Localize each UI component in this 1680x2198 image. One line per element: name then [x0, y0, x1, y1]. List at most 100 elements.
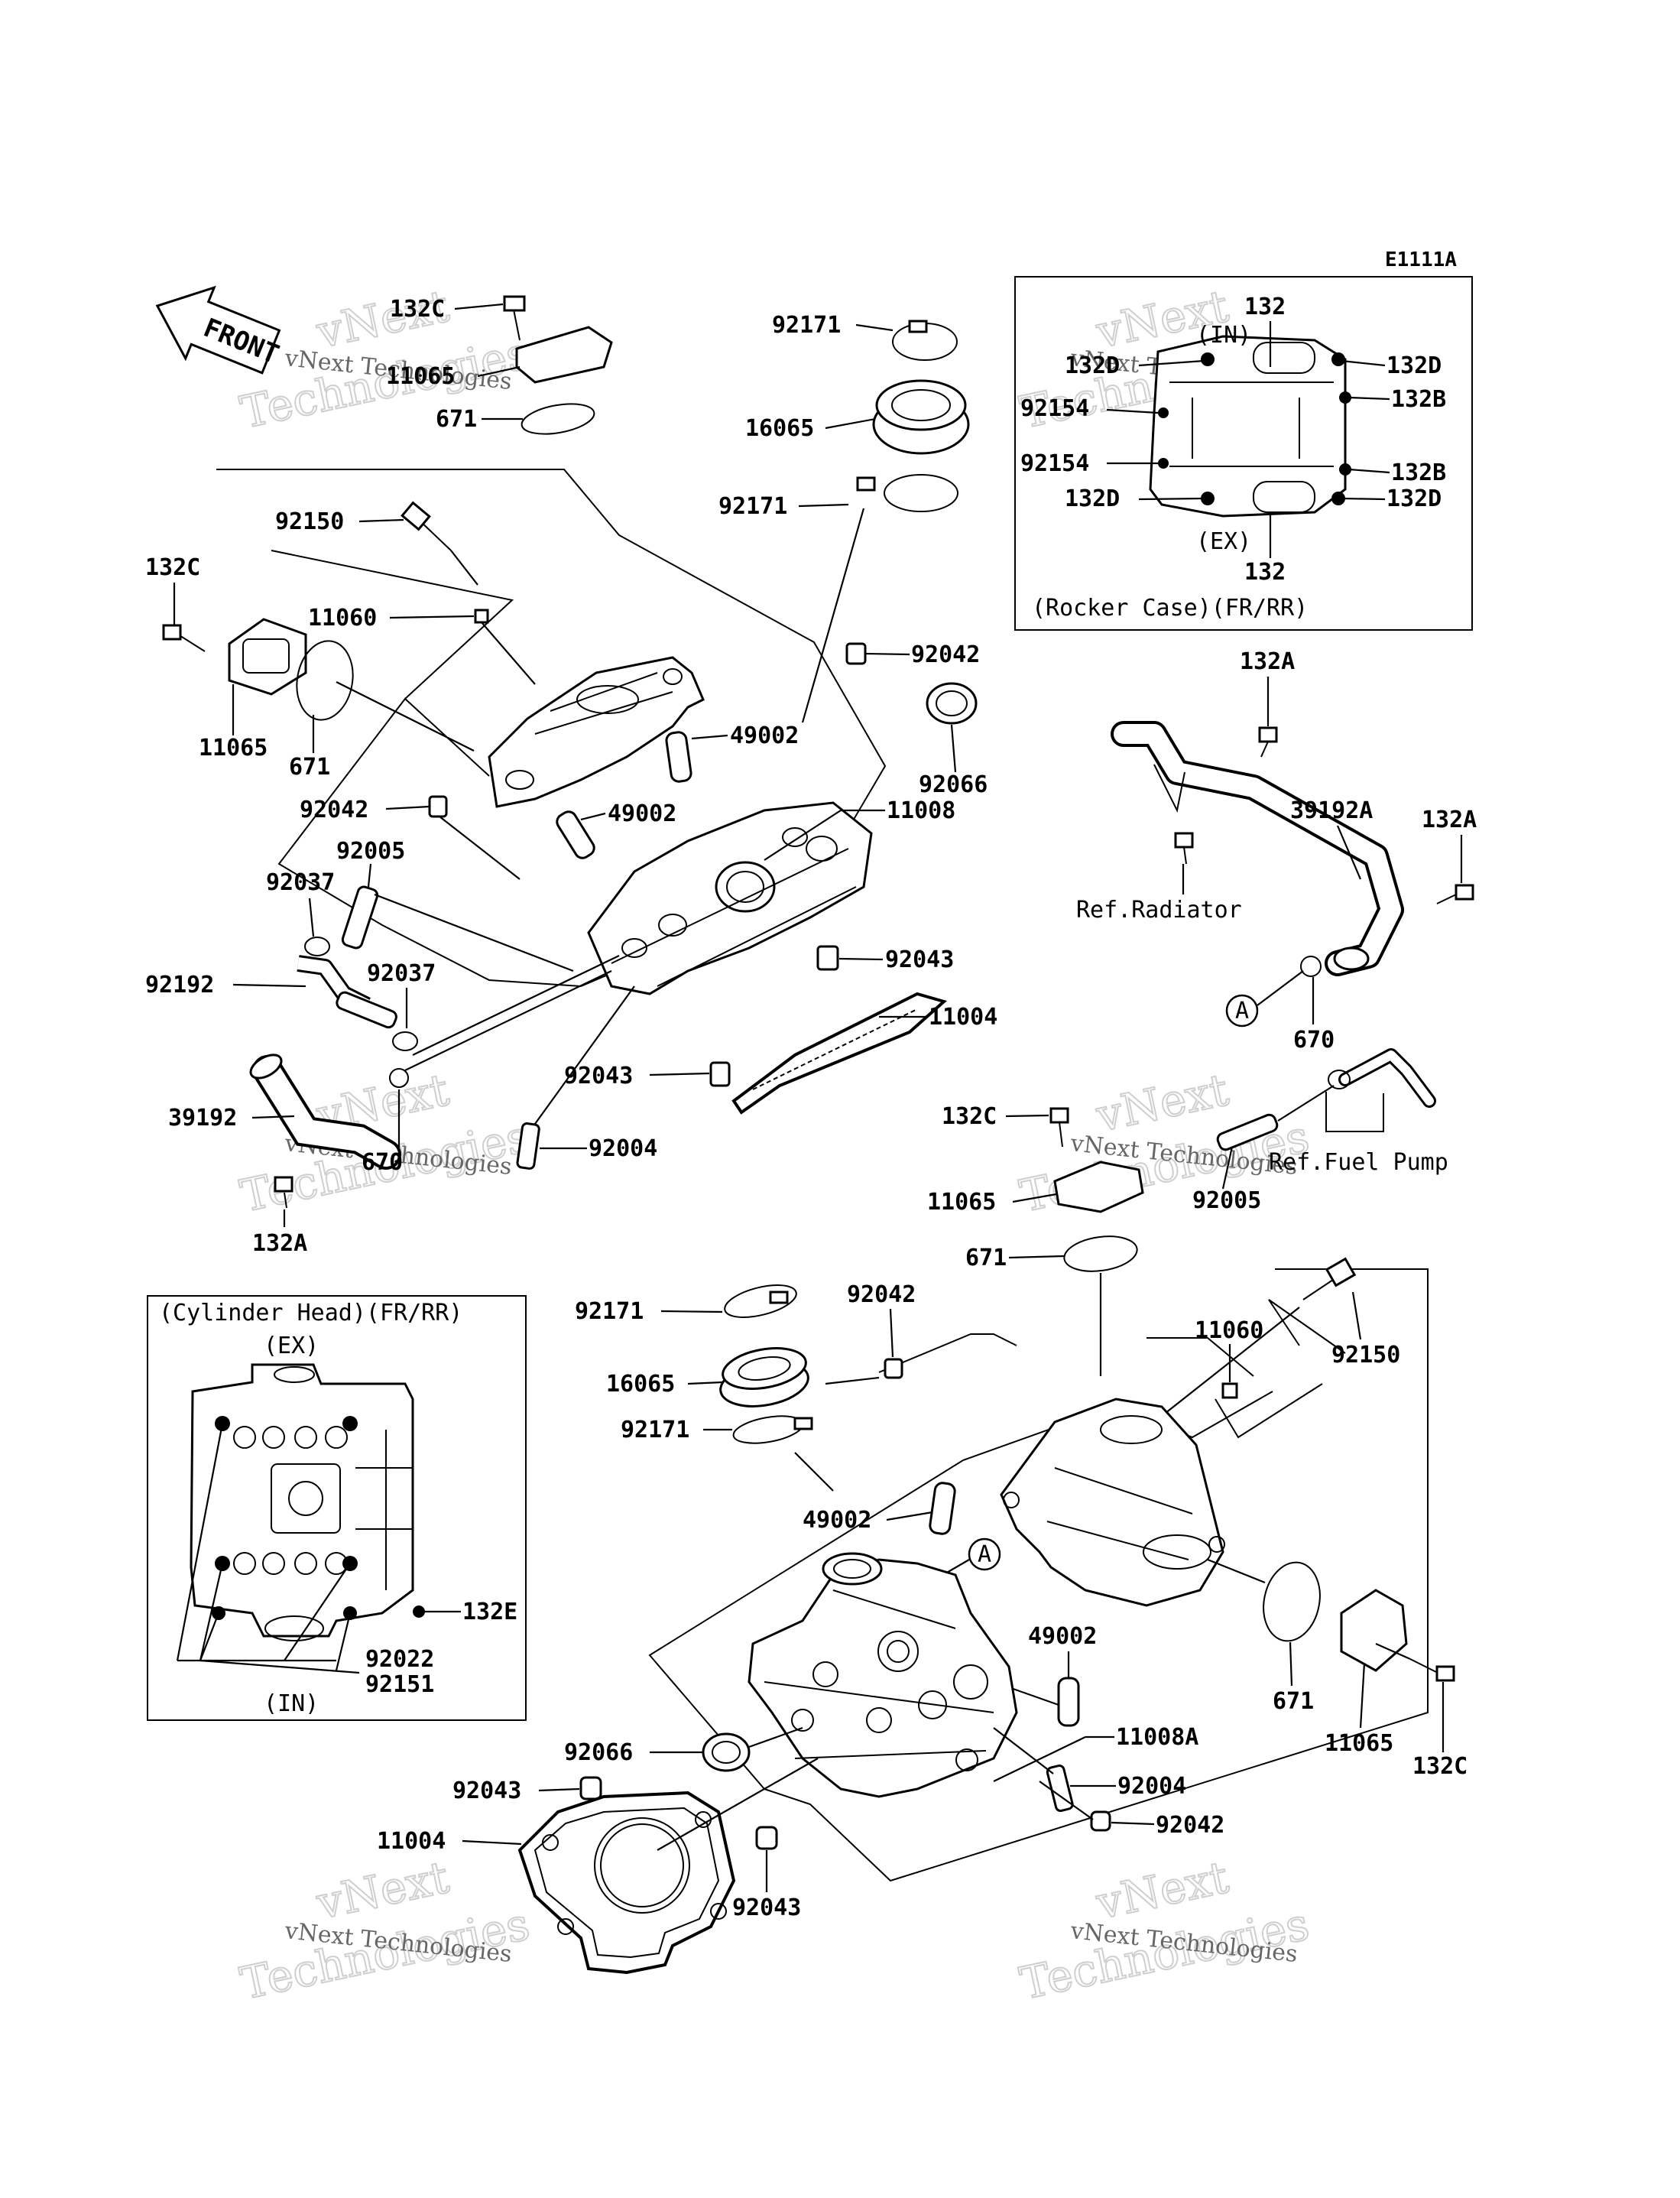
part-92037-b: 92037 — [367, 960, 436, 987]
front-arrow-icon: FRONT — [155, 285, 284, 375]
bolt-132A-radiator — [1174, 832, 1194, 865]
cylinder-head-inset: (Cylinder Head)(FR/RR) (EX) (IN) 132E 92… — [147, 1295, 527, 1721]
dowel-92042-lower-top — [884, 1358, 903, 1379]
part-92037-a: 92037 — [266, 869, 335, 896]
part-92171-d: 92171 — [621, 1417, 689, 1443]
bolt-92150-top — [401, 501, 452, 551]
part-92171-c: 92171 — [575, 1298, 644, 1325]
circle-a-lower: A — [968, 1537, 1001, 1571]
oring-670-right — [1300, 956, 1322, 977]
part-92022: 92022 — [365, 1646, 434, 1673]
part-11008: 11008 — [887, 797, 955, 824]
part-671-d: 671 — [1273, 1688, 1314, 1715]
part-11065-a: 11065 — [386, 363, 455, 390]
part-92150-a: 92150 — [275, 508, 344, 535]
part-671-b: 671 — [289, 754, 330, 781]
part-132-bottom: 132 — [1244, 559, 1286, 586]
cover-11065-top — [515, 326, 613, 384]
washer-11060-top — [474, 609, 489, 624]
radiator-pipe-area: 132A 39192A Ref.Radiator 132A 670 A — [1076, 648, 1477, 1054]
upper-assembly: 132C 11065 671 92171 16065 92171 — [145, 295, 997, 1257]
rocker-ex-label: (EX) — [1196, 528, 1251, 555]
clamp-92037-a — [304, 937, 330, 956]
gasket-671-mid — [1063, 1235, 1138, 1272]
plug-92066-lower — [702, 1732, 751, 1772]
bolt-92150-lower — [1302, 1257, 1357, 1300]
part-92042-d: 92042 — [1156, 1812, 1224, 1839]
part-92043-a: 92043 — [885, 946, 954, 973]
part-11060-a: 11060 — [308, 605, 377, 631]
part-49002-d: 49002 — [1028, 1623, 1097, 1650]
part-671-a: 671 — [436, 406, 477, 433]
watermark-bottom-left: vNext Technologies vNext Technologies — [235, 1850, 535, 2011]
part-16065-a: 16065 — [745, 415, 814, 442]
lower-assembly: 92171 16065 92171 92042 11060 92150 — [377, 1257, 1468, 1975]
circle-a-label-top: A — [1235, 998, 1249, 1024]
part-92151: 92151 — [365, 1671, 434, 1698]
clamp-92171-lower-a — [724, 1284, 797, 1318]
part-39192: 39192 — [168, 1105, 237, 1131]
circle-a-label-lower: A — [978, 1541, 991, 1568]
part-132D-b: 132D — [1386, 352, 1442, 379]
dowel-92042-left — [428, 795, 448, 818]
watermark-bottom-right: vNext Technologies vNext Technologies — [1015, 1850, 1315, 2011]
joint-16065-lower — [719, 1347, 809, 1407]
part-132D-c: 132D — [1065, 485, 1120, 512]
pipe-39192 — [249, 1054, 401, 1170]
bolt-132A-right-top — [1258, 726, 1278, 758]
part-132A-a: 132A — [252, 1230, 307, 1257]
bolt-132C-left — [162, 624, 206, 652]
part-92066-b: 92066 — [564, 1739, 633, 1766]
rocker-case-inset: (IN) (EX) (Rocker Case)(FR/RR) 132 132D … — [1014, 276, 1473, 631]
cylinder-head-lower — [748, 1552, 1018, 1798]
bolt-132C-top — [503, 295, 526, 341]
bolt-132C-mid — [1049, 1107, 1069, 1148]
part-132-top: 132 — [1244, 294, 1286, 320]
dowel-92043-d — [755, 1826, 778, 1850]
part-132D-d: 132D — [1386, 485, 1442, 512]
part-11008A: 11008A — [1116, 1724, 1198, 1751]
part-670-b: 670 — [1293, 1027, 1335, 1054]
ref-fuel-pump-label: Ref.Fuel Pump — [1269, 1149, 1448, 1176]
part-132A-b: 132A — [1240, 648, 1295, 675]
part-92154-b: 92154 — [1020, 450, 1089, 477]
rocker-case-title: (Rocker Case)(FR/RR) — [1032, 595, 1308, 622]
part-39192A: 39192A — [1290, 797, 1373, 824]
diagram-code: E1111A — [1385, 248, 1457, 271]
pipe-49002-c — [929, 1482, 956, 1535]
gasket-11004-lower — [517, 1791, 736, 1975]
part-92042-b: 92042 — [300, 797, 368, 823]
fuel-pump-area: Ref.Fuel Pump 92005 132C 11065 671 — [927, 1048, 1448, 1376]
stud-92004-top — [516, 1122, 540, 1170]
dowel-92043-a — [816, 945, 839, 971]
part-92192: 92192 — [145, 972, 214, 998]
plug-92066-top — [926, 682, 978, 725]
cylinder-head-title: (Cylinder Head)(FR/RR) — [159, 1300, 462, 1326]
part-132C-c: 132C — [942, 1103, 997, 1130]
pipe-49002-a — [665, 731, 692, 783]
dowel-92043-b — [709, 1061, 731, 1087]
pipe-49002-d — [1057, 1677, 1080, 1727]
watermark-top-left: vNext Technologies vNext Technologies — [235, 279, 535, 440]
part-132D-a: 132D — [1065, 352, 1120, 379]
part-92042-c: 92042 — [847, 1281, 916, 1308]
dowel-92042-lower-right — [1090, 1810, 1111, 1832]
pipe-92005-right — [1216, 1113, 1279, 1151]
clamp-92171-mid — [856, 474, 958, 512]
part-132C-a: 132C — [390, 296, 445, 323]
part-49002-b: 49002 — [608, 800, 676, 827]
fuel-hose — [1328, 1048, 1436, 1108]
bolt-132A-right — [1436, 884, 1474, 904]
part-11004-b: 11004 — [377, 1828, 446, 1855]
part-92043-b: 92043 — [564, 1063, 633, 1089]
part-132B-a: 132B — [1391, 386, 1446, 413]
cyl-ex-label: (EX) — [264, 1333, 319, 1359]
part-92043-c: 92043 — [452, 1778, 521, 1804]
part-11065-c: 11065 — [927, 1189, 996, 1216]
joint-16065-top — [872, 379, 970, 455]
part-92043-d: 92043 — [732, 1894, 801, 1921]
pipe-49002-b — [556, 810, 595, 859]
gasket-671-top — [521, 403, 595, 435]
part-671-c: 671 — [965, 1245, 1007, 1271]
